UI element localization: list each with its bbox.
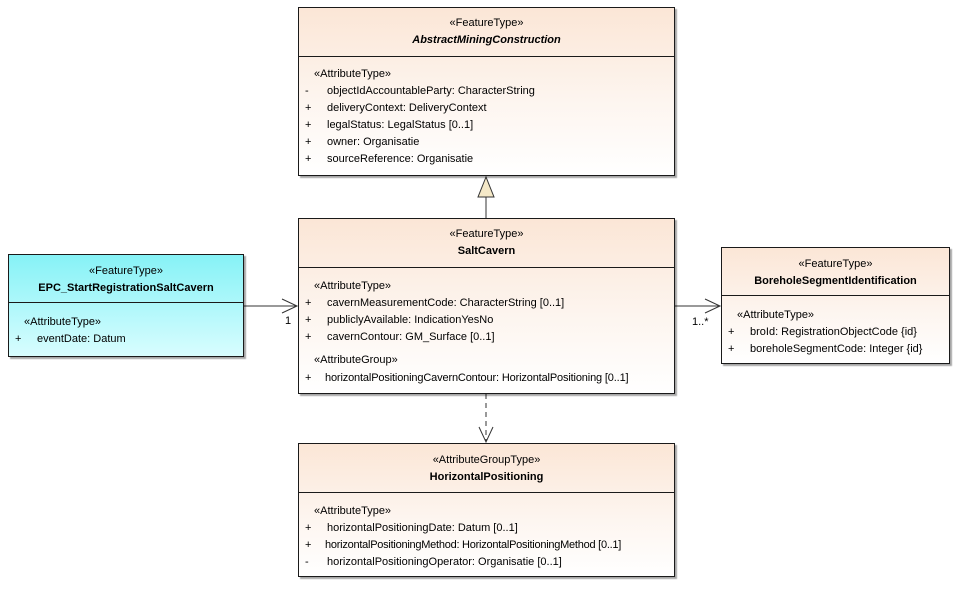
- stereotype-label: «FeatureType»: [89, 265, 163, 277]
- class-salt-cavern[interactable]: «FeatureType» SaltCavern «AttributeType»…: [298, 218, 675, 394]
- attribute-row: cavernMeasurementCode: CharacterString […: [327, 297, 565, 309]
- visibility-marker: +: [728, 326, 735, 338]
- class-horizontal-positioning[interactable]: «AttributeGroupType» HorizontalPositioni…: [298, 443, 675, 577]
- visibility-marker: +: [305, 153, 312, 165]
- visibility-marker: +: [305, 136, 312, 148]
- attribute-row: horizontalPositioningOperator: Organisat…: [327, 556, 562, 568]
- visibility-marker: +: [305, 119, 312, 131]
- attribute-group-label: «AttributeGroup»: [314, 354, 398, 366]
- stereotype-label: «AttributeGroupType»: [432, 454, 541, 466]
- attribute-row: objectIdAccountableParty: CharacterStrin…: [327, 85, 535, 97]
- attribute-group-label: «AttributeType»: [314, 280, 392, 292]
- class-name: BoreholeSegmentIdentification: [754, 275, 917, 287]
- generalization-arrowhead: [477, 175, 495, 198]
- visibility-marker: +: [305, 522, 312, 534]
- class-borehole-segment-identification[interactable]: «FeatureType» BoreholeSegmentIdentificat…: [721, 247, 950, 364]
- attribute-row: broId: RegistrationObjectCode {id}: [750, 326, 917, 338]
- attribute-group-label: «AttributeType»: [314, 505, 392, 517]
- multiplicity-epc-salt: 1: [285, 315, 292, 327]
- attribute-row: owner: Organisatie: [327, 136, 420, 148]
- association-salt-borehole-arrowhead: [704, 298, 722, 314]
- stereotype-label: «FeatureType»: [449, 228, 524, 240]
- class-header: «FeatureType» EPC_StartRegistrationSaltC…: [9, 255, 243, 303]
- class-header: «FeatureType» BoreholeSegmentIdentificat…: [722, 248, 949, 296]
- class-abstract-mining-construction[interactable]: «FeatureType» AbstractMiningConstruction…: [298, 7, 675, 176]
- visibility-marker: +: [305, 539, 312, 551]
- attribute-row: horizontalPositioningCavernContour: Hori…: [325, 372, 629, 384]
- dependency-arrowhead: [478, 426, 494, 444]
- class-header: «AttributeGroupType» HorizontalPositioni…: [299, 444, 674, 493]
- attribute-group-label: «AttributeType»: [737, 309, 815, 321]
- attribute-row: publiclyAvailable: IndicationYesNo: [327, 314, 494, 326]
- visibility-marker: +: [305, 331, 312, 343]
- visibility-marker: +: [305, 372, 312, 384]
- attribute-row: legalStatus: LegalStatus [0..1]: [327, 119, 474, 131]
- stereotype-label: «FeatureType»: [798, 258, 873, 270]
- attribute-group-label: «AttributeType»: [314, 68, 392, 80]
- class-header: «FeatureType» AbstractMiningConstruction: [299, 8, 674, 57]
- stereotype-label: «FeatureType»: [449, 17, 524, 29]
- visibility-marker: +: [728, 343, 735, 355]
- class-name: EPC_StartRegistrationSaltCavern: [38, 282, 214, 294]
- class-name: HorizontalPositioning: [429, 471, 544, 483]
- visibility-marker: +: [305, 314, 312, 326]
- attribute-group-label: «AttributeType»: [24, 316, 102, 328]
- class-epc-start-registration-salt-cavern[interactable]: «FeatureType» EPC_StartRegistrationSaltC…: [8, 254, 244, 357]
- visibility-marker: -: [305, 556, 309, 568]
- attribute-row: deliveryContext: DeliveryContext: [327, 102, 487, 114]
- visibility-marker: +: [305, 102, 312, 114]
- multiplicity-salt-borehole: 1..*: [692, 316, 709, 328]
- attribute-row: eventDate: Datum: [37, 333, 126, 345]
- visibility-marker: +: [15, 333, 22, 345]
- attribute-row: horizontalPositioningMethod: HorizontalP…: [325, 539, 622, 551]
- visibility-marker: -: [305, 85, 309, 97]
- attribute-row: boreholeSegmentCode: Integer {id}: [750, 343, 923, 355]
- attribute-row: horizontalPositioningDate: Datum [0..1]: [327, 522, 518, 534]
- class-name: AbstractMiningConstruction: [412, 34, 561, 46]
- class-name: SaltCavern: [457, 245, 516, 257]
- attribute-row: sourceReference: Organisatie: [327, 153, 474, 165]
- class-header: «FeatureType» SaltCavern: [299, 219, 674, 268]
- visibility-marker: +: [305, 297, 312, 309]
- association-epc-salt-arrowhead: [281, 298, 299, 314]
- attribute-row: cavernContour: GM_Surface [0..1]: [327, 331, 495, 343]
